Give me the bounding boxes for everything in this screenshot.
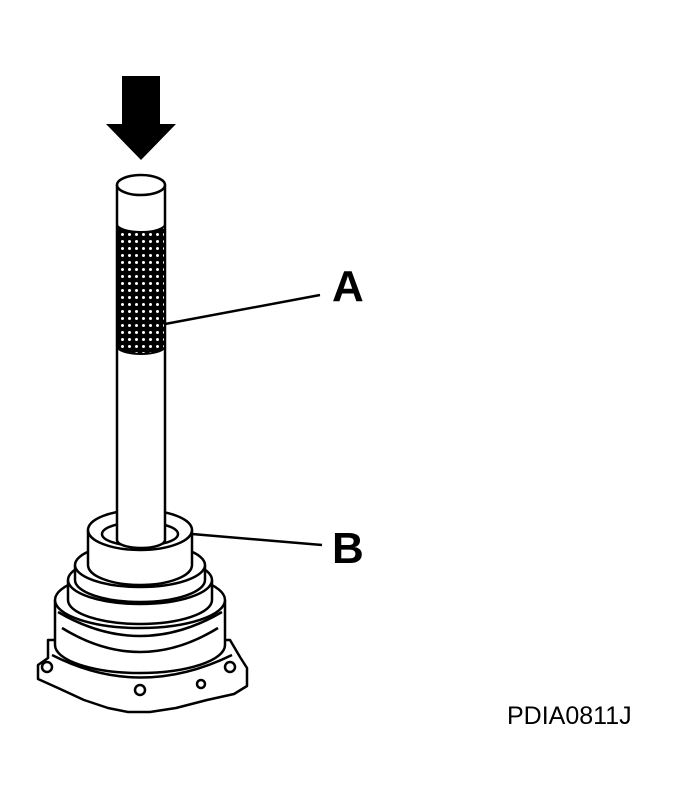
callout-a: A [332, 262, 364, 311]
press-shaft [115, 173, 167, 550]
figure-code: PDIA0811J [507, 702, 632, 730]
leader-line-b [191, 532, 323, 547]
leader-lines [164, 293, 323, 547]
leader-line-a [164, 293, 321, 326]
callout-b: B [332, 524, 364, 573]
arrow-down-icon [106, 76, 176, 160]
